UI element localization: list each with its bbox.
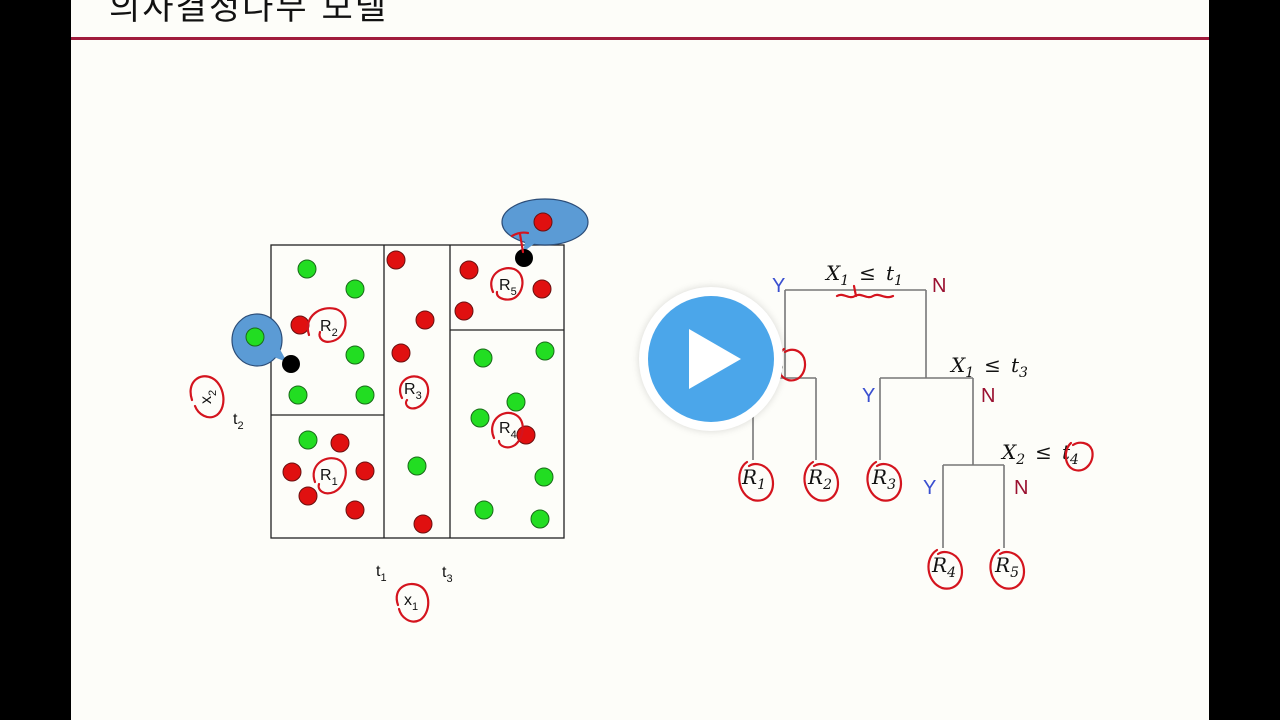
- ink-circle: [803, 460, 840, 502]
- point: [534, 467, 554, 487]
- point: [532, 279, 552, 299]
- points-red: [282, 212, 553, 534]
- threshold-label-t1: t1: [376, 563, 387, 584]
- branch-label-yes: Y: [772, 275, 785, 297]
- branch-label-no: N: [1014, 477, 1028, 499]
- ink-underline: [835, 293, 895, 299]
- point: [535, 341, 555, 361]
- leaf-r3: R3: [871, 465, 896, 493]
- title-rule: [71, 37, 1209, 40]
- point: [345, 500, 365, 520]
- region-label-r3: R3: [404, 381, 422, 402]
- point: [288, 385, 308, 405]
- ink-circle: [490, 267, 524, 301]
- ink-circle: [312, 457, 347, 495]
- point: [345, 279, 365, 299]
- partition-plot: R1 R2 R3 R4 R5 t1 t3 t2 x1 x2: [189, 198, 589, 623]
- point: [516, 425, 536, 445]
- ink-circle: [1064, 441, 1094, 472]
- threshold-label-t3: t3: [442, 564, 453, 585]
- play-button-face[interactable]: [648, 296, 774, 422]
- point: [413, 514, 433, 534]
- point: [245, 327, 265, 347]
- branch-label-no: N: [932, 275, 946, 297]
- point: [391, 343, 411, 363]
- region-label-r2: R2: [320, 318, 338, 339]
- leaf-r1: R1: [741, 465, 766, 493]
- point: [459, 260, 479, 280]
- query-bubble-left-tail: [271, 344, 287, 362]
- ink-circle: [866, 460, 903, 502]
- point: [454, 301, 474, 321]
- split-condition-right: X1≤t3: [949, 353, 1028, 381]
- point: [298, 486, 318, 506]
- decision-tree-diagram: R1 R2 R3 R4 R5 t1 t3 t2 x1 x2: [189, 198, 1094, 623]
- point: [415, 310, 435, 330]
- point: [470, 408, 490, 428]
- point: [330, 433, 350, 453]
- points-green: [245, 259, 555, 529]
- point: [355, 385, 375, 405]
- branch-label-no: N: [981, 385, 995, 407]
- point: [345, 345, 365, 365]
- ink-arrow: [510, 231, 530, 254]
- leaf-r4: R4: [931, 553, 956, 581]
- slide-title: 의사결정나무 모델: [109, 0, 389, 28]
- point: [298, 430, 318, 450]
- ink-annotations-tree: [738, 284, 1094, 590]
- point: [297, 259, 317, 279]
- ink-circle: [927, 548, 964, 590]
- ink-circle: [738, 460, 775, 502]
- axis-label-x2: x2: [198, 390, 219, 404]
- threshold-label-t2: t2: [233, 411, 244, 432]
- branch-label-yes: Y: [923, 477, 936, 499]
- plot-frame: [270, 244, 565, 539]
- point: [533, 212, 553, 232]
- point: [290, 315, 310, 335]
- play-button[interactable]: [639, 287, 783, 431]
- region-label-r4: R4: [499, 420, 517, 441]
- ink-circle: [989, 548, 1026, 590]
- point: [474, 500, 494, 520]
- axis-label-x1: x1: [404, 592, 418, 613]
- query-point-top: [515, 249, 533, 267]
- ink-annotations-plot: [189, 231, 530, 623]
- slide: 의사결정나무 모델: [71, 0, 1209, 720]
- point: [282, 462, 302, 482]
- branch-label-yes: Y: [862, 385, 875, 407]
- region-label-r5: R5: [499, 277, 517, 298]
- ink-circle: [399, 375, 430, 410]
- ink-circle: [491, 411, 524, 449]
- split-condition-root: X1≤t1: [824, 261, 903, 289]
- leaf-r2: R2: [807, 465, 832, 493]
- point: [506, 392, 526, 412]
- query-bubble-top-tail: [523, 238, 538, 252]
- point: [386, 250, 406, 270]
- point: [530, 509, 550, 529]
- query-point-left: [282, 355, 300, 373]
- ink-circle: [189, 375, 225, 419]
- play-icon: [689, 329, 741, 389]
- ink-circle: [306, 307, 347, 343]
- point: [407, 456, 427, 476]
- ink-tick: [852, 284, 858, 298]
- ink-circle: [395, 582, 430, 623]
- point: [473, 348, 493, 368]
- point: [355, 461, 375, 481]
- leaf-r5: R5: [994, 553, 1019, 581]
- region-label-r1: R1: [320, 467, 338, 488]
